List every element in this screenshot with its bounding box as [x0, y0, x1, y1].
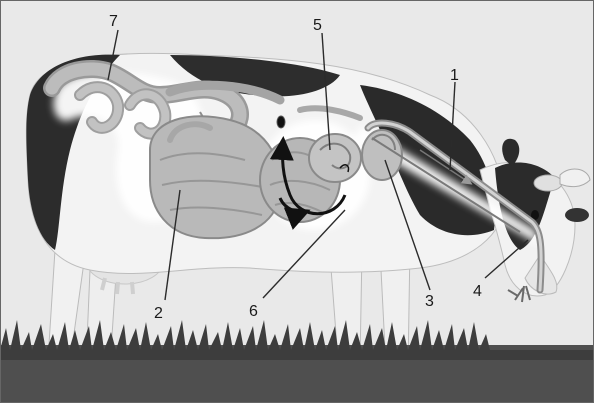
label-1: 1 [450, 67, 459, 84]
label-6: 6 [249, 303, 258, 320]
abomasum [362, 130, 402, 180]
label-2: 2 [154, 305, 163, 322]
label-7: 7 [109, 13, 118, 30]
label-4: 4 [473, 283, 482, 300]
label-3: 3 [425, 293, 434, 310]
label-5: 5 [313, 17, 322, 34]
omasum [309, 134, 361, 182]
